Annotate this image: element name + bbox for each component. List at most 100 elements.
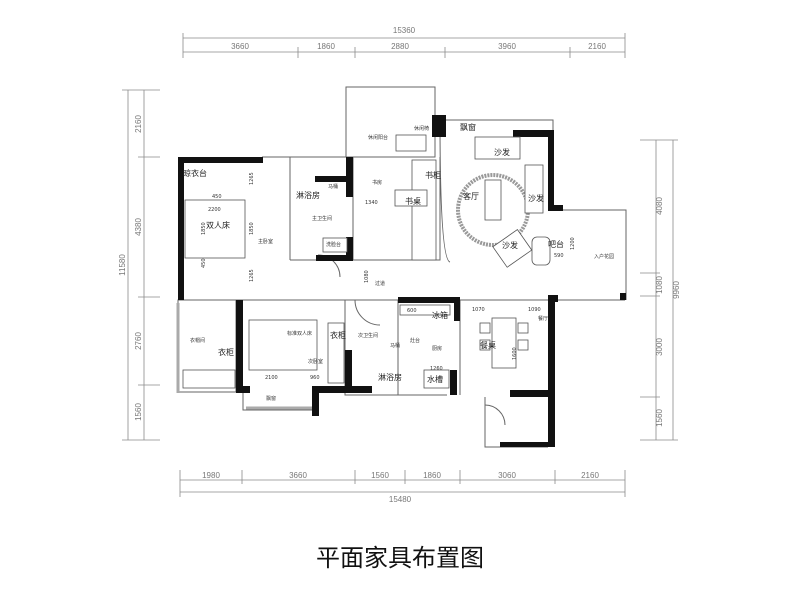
- basin-unit: [322, 237, 348, 253]
- page-title: 平面家具布置图: [316, 544, 484, 572]
- label-study: 书房: [372, 179, 382, 186]
- dim-top-total: 15360: [393, 26, 416, 35]
- dim-label: 4080: [655, 197, 664, 215]
- inner-dim: 1080: [364, 270, 370, 283]
- label-entry-garden: 入户花园: [594, 253, 614, 260]
- top-dimensions: 15360 3660 1860 2880 3960 2160: [182, 26, 626, 58]
- inner-dimensions: 450 2200 1850 1850 450 1265 1265 1340 10…: [201, 172, 576, 381]
- left-dimensions: 11580 2160 4380 2760 1560: [118, 89, 160, 441]
- label-wardrobe-2: 衣柜: [330, 330, 346, 340]
- inner-dim: 450: [212, 194, 222, 200]
- label-leisure-chair: 休闲椅: [414, 125, 429, 132]
- coffee-table: [484, 179, 502, 221]
- inner-dim: 1200: [570, 237, 576, 250]
- label-living-room: 客厅: [463, 191, 479, 201]
- inner-dim: 1850: [249, 222, 255, 235]
- dim-label: 1980: [202, 471, 220, 480]
- label-second-bedroom: 次卧室: [308, 358, 323, 365]
- sofa-chair: [492, 229, 533, 268]
- label-master-basin: 洗脸台: [326, 241, 341, 248]
- dim-label: 3060: [498, 471, 516, 480]
- walls: [178, 115, 626, 447]
- inner-dim: 590: [554, 253, 564, 259]
- label-sofa-2: 沙发: [528, 193, 544, 203]
- bar-counter: [531, 236, 551, 266]
- dim-label: 2160: [588, 42, 606, 51]
- label-bookcase: 书柜: [425, 170, 441, 180]
- furniture: [182, 134, 551, 389]
- dim-label: 3000: [655, 338, 664, 356]
- right-dimensions: 4080 1080 3000 1560 9960: [640, 139, 681, 441]
- label-sink: 水槽: [427, 374, 443, 384]
- bookcase-unit: [411, 159, 437, 261]
- inner-dim: 960: [310, 375, 320, 381]
- label-master-toilet: 马桶: [328, 183, 338, 190]
- label-desk: 书桌: [405, 196, 421, 206]
- sofa-right: [524, 164, 544, 214]
- dim-label: 2880: [391, 42, 409, 51]
- dim-label: 2760: [134, 332, 143, 350]
- dim-label: 3660: [231, 42, 249, 51]
- sink-unit: [423, 369, 450, 389]
- label-master-shower: 淋浴房: [296, 190, 320, 200]
- label-sofa-1: 沙发: [494, 147, 510, 157]
- dim-left-total: 11580: [118, 254, 127, 276]
- inner-dim: 1260: [430, 366, 443, 372]
- desk-unit: [394, 189, 428, 207]
- dim-label: 4380: [134, 218, 143, 236]
- label-second-bathroom: 次卫生间: [358, 332, 378, 339]
- inner-dim: 1600: [512, 347, 518, 360]
- dim-label: 1560: [134, 403, 143, 421]
- dim-label: 3660: [289, 471, 307, 480]
- label-second-toilet: 马桶: [390, 342, 400, 349]
- dim-label: 1560: [371, 471, 389, 480]
- inner-dim: 600: [407, 308, 417, 314]
- label-fridge: 冰箱: [432, 310, 448, 320]
- inner-dim: 1265: [249, 172, 255, 185]
- label-wardrobe-1: 衣柜: [218, 347, 234, 357]
- label-dining-room: 餐厅: [538, 315, 548, 322]
- standard-double-bed: [248, 319, 318, 371]
- bottom-dimensions: 1980 3660 1560 1860 3060 2160 15480: [179, 470, 626, 504]
- dim-label: 3960: [498, 42, 516, 51]
- label-bar: 吧台: [548, 239, 564, 249]
- inner-dim: 450: [201, 258, 207, 268]
- dining-table-unit: [491, 317, 517, 369]
- dim-label: 1080: [655, 276, 664, 294]
- label-master-bathroom: 主卫生间: [312, 215, 332, 222]
- inner-dim: 1090: [528, 307, 541, 313]
- inner-dim: 1850: [201, 222, 207, 235]
- label-kitchen: 厨房: [432, 345, 442, 352]
- inner-dim: 2200: [208, 207, 221, 213]
- dim-label: 1860: [423, 471, 441, 480]
- window-lines: [176, 303, 312, 410]
- label-corridor: 过道: [375, 280, 385, 287]
- dim-label: 1560: [655, 409, 664, 427]
- sofa-top: [474, 136, 521, 160]
- inner-dim: 2100: [265, 375, 278, 381]
- label-stove: 灶台: [410, 337, 420, 344]
- inner-dim: 1265: [249, 269, 255, 282]
- dim-label: 1860: [317, 42, 335, 51]
- room-labels: 晾衣台 双人床 主卧室 淋浴房 马桶 主卫生间 洗脸台 休闲阳台 休闲椅 飘窗 …: [183, 122, 614, 402]
- dim-label: 2160: [134, 115, 143, 133]
- label-standard-double-bed: 标准双人床: [287, 330, 312, 337]
- label-bay-window-2: 飘窗: [266, 395, 276, 402]
- label-drying-rack: 晾衣台: [183, 168, 207, 178]
- label-bay-window-1: 飘窗: [460, 122, 476, 132]
- double-bed: [184, 199, 246, 259]
- label-leisure-balcony: 休闲阳台: [368, 134, 388, 141]
- label-cloakroom: 衣帽间: [190, 337, 205, 344]
- label-second-shower: 淋浴房: [378, 372, 402, 382]
- inner-dim: 1070: [472, 307, 485, 313]
- label-sofa-3: 沙发: [502, 240, 518, 250]
- inner-dim: 1340: [365, 200, 378, 206]
- label-dining-table: 餐桌: [480, 340, 496, 350]
- wardrobe-unit: [327, 322, 345, 384]
- label-double-bed: 双人床: [206, 220, 230, 230]
- dim-label: 2160: [581, 471, 599, 480]
- leisure-chair-unit: [395, 134, 427, 152]
- dim-right-total: 9960: [672, 281, 681, 299]
- label-master-bedroom: 主卧室: [258, 238, 273, 245]
